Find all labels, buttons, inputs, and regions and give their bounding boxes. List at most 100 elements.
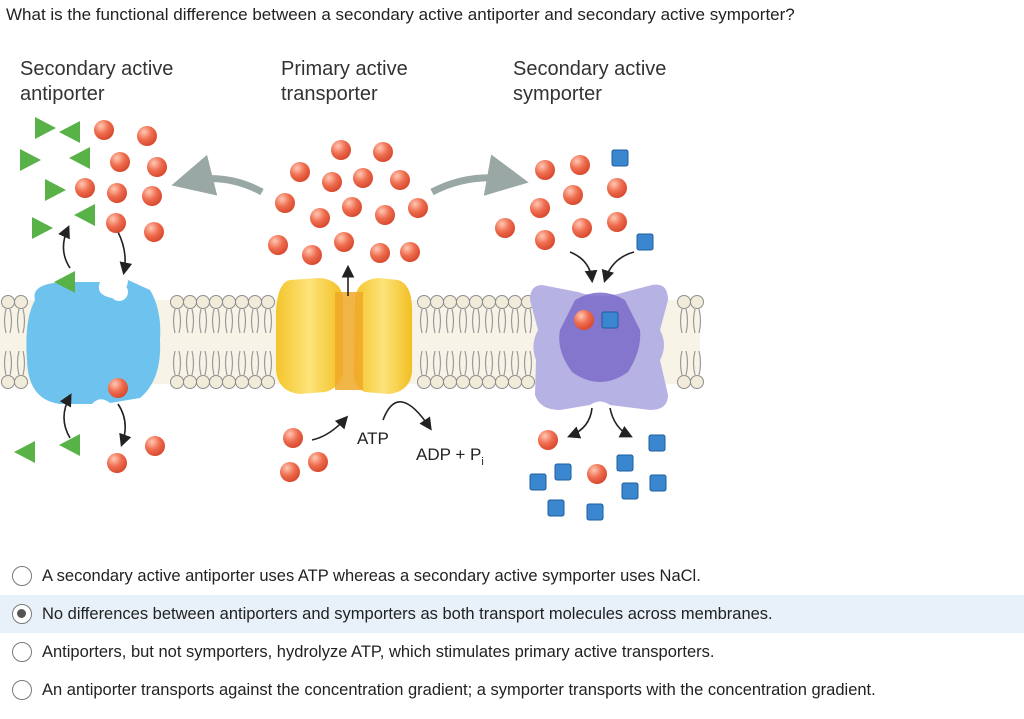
symporter-title-line1: Secondary active: [513, 58, 666, 80]
sodium-ion: [334, 232, 354, 252]
lipid-head: [495, 295, 509, 309]
sodium-ion: [107, 183, 127, 203]
gradient-arrow-right: [430, 154, 529, 196]
lipid-tail: [445, 350, 455, 376]
lipid-head: [222, 375, 236, 389]
lipid-head: [261, 295, 275, 309]
sodium-ion: [400, 242, 420, 262]
sodium-ion: [268, 235, 288, 255]
sodium-ion: [75, 178, 95, 198]
lipid-tail: [224, 350, 234, 376]
sodium-ion: [375, 205, 395, 225]
sodium-ions: [75, 120, 627, 484]
lipid-tail: [211, 308, 221, 334]
sodium-ion: [145, 436, 165, 456]
lipid-tail: [497, 308, 507, 334]
lipid-head: [677, 295, 691, 309]
sodium-ion: [144, 222, 164, 242]
sodium-ion: [106, 213, 126, 233]
sodium-ion: [302, 245, 322, 265]
lipid-tail: [16, 308, 26, 334]
lipid-tail: [471, 350, 481, 376]
sodium-ion: [607, 212, 627, 232]
cargo-square: [547, 499, 565, 517]
sodium-ion: [587, 464, 607, 484]
cargo-triangle: [14, 441, 35, 463]
lipid-tail: [432, 308, 442, 334]
lipid-tail: [679, 350, 689, 376]
sodium-ion: [94, 120, 114, 140]
adp-label: ADP + Pi: [416, 445, 484, 468]
cargo-square: [636, 233, 654, 251]
lipid-tail: [692, 308, 702, 334]
option-2-radio[interactable]: [12, 604, 32, 624]
sodium-ion: [275, 193, 295, 213]
cargo-triangle: [45, 179, 66, 201]
lipid-tail: [185, 308, 195, 334]
lipid-head: [508, 295, 522, 309]
sodium-ion: [310, 208, 330, 228]
lipid-tail: [679, 308, 689, 334]
antiporter-title-line2: antiporter: [20, 83, 105, 105]
option-4-radio[interactable]: [12, 680, 32, 700]
lipid-head: [209, 375, 223, 389]
lipid-tail: [497, 350, 507, 376]
gradient-arrow-left: [171, 154, 264, 196]
lipid-head: [248, 375, 262, 389]
flow-arrows: [58, 225, 635, 448]
cargo-square: [586, 503, 604, 521]
adp-text: ADP + P: [416, 445, 481, 464]
option-3-radio[interactable]: [12, 642, 32, 662]
lipid-head: [456, 375, 470, 389]
option-4[interactable]: An antiporter transports against the con…: [0, 671, 1024, 709]
lipid-tail: [523, 308, 533, 334]
sodium-ion: [370, 243, 390, 263]
sodium-ion: [342, 197, 362, 217]
lipid-head: [209, 295, 223, 309]
lipid-head: [521, 375, 535, 389]
lipid-head: [183, 375, 197, 389]
atp-label: ATP: [357, 429, 389, 448]
lipid-tail: [237, 350, 247, 376]
sodium-ion: [390, 170, 410, 190]
sodium-ion: [290, 162, 310, 182]
option-1[interactable]: A secondary active antiporter uses ATP w…: [0, 557, 1024, 595]
symporter-title-line2: symporter: [513, 83, 602, 105]
sodium-ion: [147, 157, 167, 177]
lipid-head: [1, 375, 15, 389]
option-2[interactable]: No differences between antiporters and s…: [0, 595, 1024, 633]
lipid-tail: [185, 350, 195, 376]
option-3[interactable]: Antiporters, but not symporters, hydroly…: [0, 633, 1024, 671]
lipid-tail: [445, 308, 455, 334]
sodium-ion: [331, 140, 351, 160]
lipid-tail: [458, 308, 468, 334]
lipid-tail: [419, 308, 429, 334]
cargo-triangle: [20, 149, 41, 171]
cargo-square: [554, 463, 572, 481]
lipid-head: [417, 375, 431, 389]
lipid-tail: [692, 350, 702, 376]
option-1-radio[interactable]: [12, 566, 32, 586]
sodium-ion: [142, 186, 162, 206]
cargo-square: [616, 454, 634, 472]
sodium-ion: [137, 126, 157, 146]
cargo-square: [621, 482, 639, 500]
lipid-head: [235, 375, 249, 389]
lipid-head: [248, 295, 262, 309]
antiporter-protein: [26, 280, 161, 404]
symporter-protein: [530, 284, 668, 410]
adp-subscript: i: [481, 456, 483, 468]
cargo-square: [648, 434, 666, 452]
sodium-ion: [353, 168, 373, 188]
cargo-triangle: [74, 204, 95, 226]
lipid-head: [170, 375, 184, 389]
sodium-ion: [535, 230, 555, 250]
lipid-head: [261, 375, 275, 389]
antiporter-title: Secondary active antiporter: [20, 58, 173, 105]
cargo-triangle: [35, 117, 56, 139]
sodium-ion: [110, 152, 130, 172]
sodium-ion: [280, 462, 300, 482]
lipid-head: [183, 295, 197, 309]
lipid-head: [456, 295, 470, 309]
lipid-tail: [510, 350, 520, 376]
